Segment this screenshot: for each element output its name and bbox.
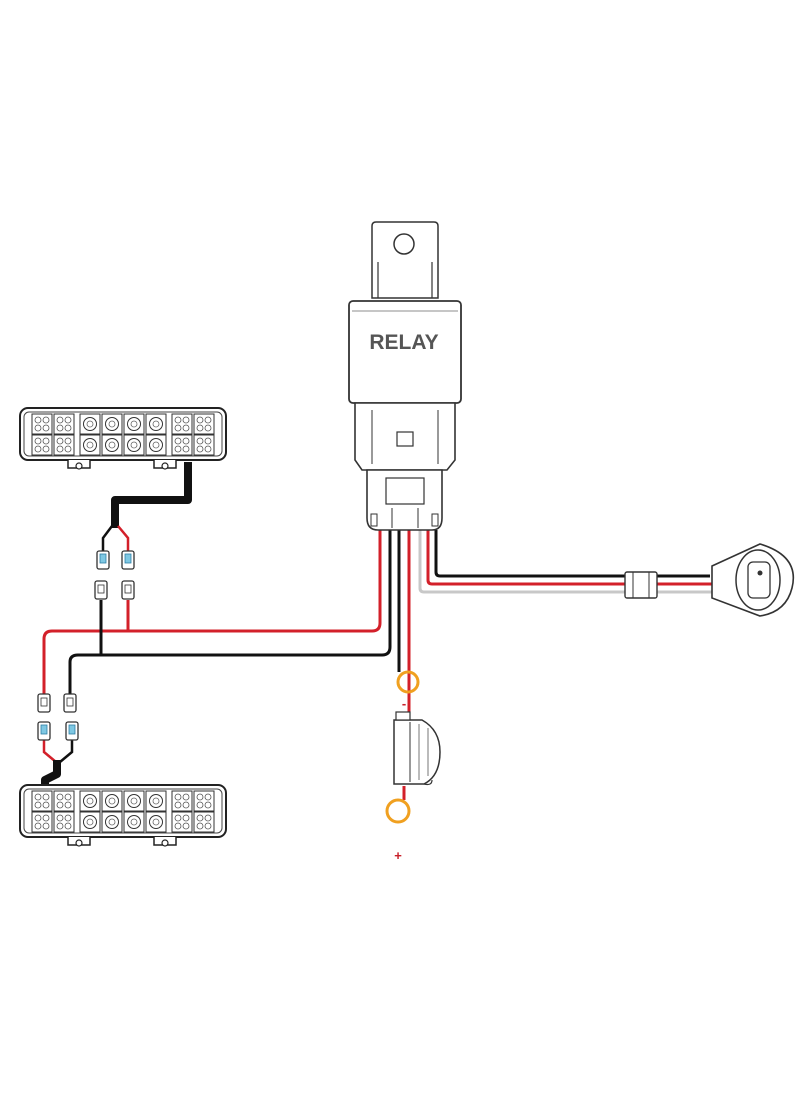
relay-mount-hole-icon	[393, 233, 415, 255]
inline-fuse-holder-icon	[393, 711, 441, 786]
relay: RELAY	[348, 221, 462, 531]
light-bar-1-lead-red	[117, 525, 130, 553]
connector-female-icon	[121, 550, 135, 570]
harness-red-wire-branch	[42, 629, 128, 695]
switch-wire-white	[418, 530, 712, 594]
led-light-bar-icon	[20, 785, 226, 846]
connector-female-icon	[65, 721, 79, 741]
ring-terminal-positive-icon	[385, 798, 411, 824]
negative-terminal-label: -	[402, 696, 406, 711]
light-bar-2-lead-red	[42, 740, 57, 763]
switch-wire-red	[426, 530, 712, 586]
positive-terminal-label: +	[394, 848, 402, 863]
connector-female-icon	[37, 721, 51, 741]
connector-male-icon	[121, 580, 135, 600]
harness-black-wire-branch	[68, 653, 101, 695]
light-bar-1-cable	[111, 462, 192, 528]
led-light-bar-icon	[20, 408, 226, 469]
harness-red-wire	[126, 530, 382, 633]
switch-wire-sleeve	[624, 571, 658, 599]
connector-male-icon	[94, 580, 108, 600]
harness-black-wire	[99, 530, 392, 657]
light-bar-top	[20, 408, 226, 469]
light-bar-1-lead-black	[101, 525, 113, 553]
connector-male-icon	[37, 693, 51, 713]
relay-mount-tab	[371, 221, 439, 299]
switch-wire-black	[434, 530, 710, 578]
light-bar-2-lead-black	[59, 740, 74, 763]
rocker-switch-icon	[711, 543, 794, 617]
ring-terminal-negative-icon	[396, 670, 420, 694]
connector-female-icon	[96, 550, 110, 570]
relay-label: RELAY	[369, 331, 438, 354]
light-bar-bottom	[20, 785, 226, 846]
connector-male-icon	[63, 693, 77, 713]
